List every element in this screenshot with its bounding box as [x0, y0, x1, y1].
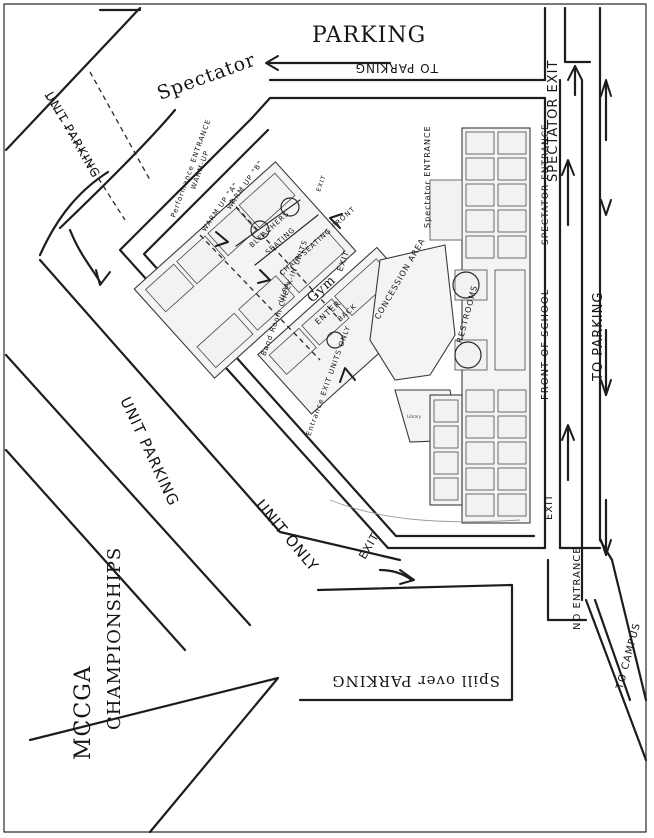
championships-line1-label: MCCGA [71, 665, 96, 760]
spillover-parking-label: Spill over PARKING [332, 672, 500, 690]
performance-entrance-label: Performance ENTRANCE [169, 118, 212, 219]
restroom-circle-icon [452, 271, 480, 299]
front-of-school-label: FRONT OF SCHOOL [540, 289, 551, 400]
to-parking-right-label: TO PARKING [591, 292, 606, 382]
exit-bottom-label: EXIT [544, 494, 555, 520]
spectator-entrance-label: Spectator ENTRANCE [423, 125, 432, 228]
concession-area [369, 244, 456, 381]
library-label: Library [407, 414, 422, 419]
page-border [3, 3, 647, 833]
restroom-circle-icon [454, 341, 482, 369]
road-diagonal-top [4, 6, 142, 152]
spectator-exit-label: SPECTATOR EXIT [546, 60, 561, 182]
no-entrance-label: NO ENTRANCE [572, 546, 583, 630]
roads [4, 6, 648, 834]
unit-parking-top-label: UNIT PARKING [42, 90, 103, 181]
parking-top-label: PARKING [312, 23, 426, 48]
hand-drawn-arrow-icon [38, 55, 612, 585]
championships-line2-label: CHAMPIONSHIPS [104, 547, 125, 730]
unit-only-label: UNIT ONLY [252, 496, 322, 575]
exit-unit-label: EXIT [356, 530, 381, 561]
unit-parking-dashed-line [89, 71, 151, 181]
school-lot-boundary [118, 96, 547, 550]
road-unit-parking-left [4, 353, 252, 627]
gym-wing [133, 161, 357, 379]
spectator-circle-icon [250, 220, 270, 240]
spectator-circle-icon [280, 197, 300, 217]
exit-small-label: EXIT [315, 174, 328, 193]
enter-circle-icon [326, 331, 344, 349]
spectator-label: Spectator [154, 49, 258, 105]
to-campus-label: TO CAMPUS [614, 622, 643, 692]
road-championships [28, 676, 280, 834]
road-unit-parking-top [58, 108, 177, 230]
school-building [133, 127, 531, 524]
spectator-entrance-right-label: SPECTATOR ENTRANCE [541, 123, 551, 245]
spillover-lot [298, 583, 514, 702]
to-parking-top-label: TO PARKING [355, 61, 439, 75]
map-labels: PARKING TO PARKING Spectator SPECTATOR E… [42, 23, 643, 760]
